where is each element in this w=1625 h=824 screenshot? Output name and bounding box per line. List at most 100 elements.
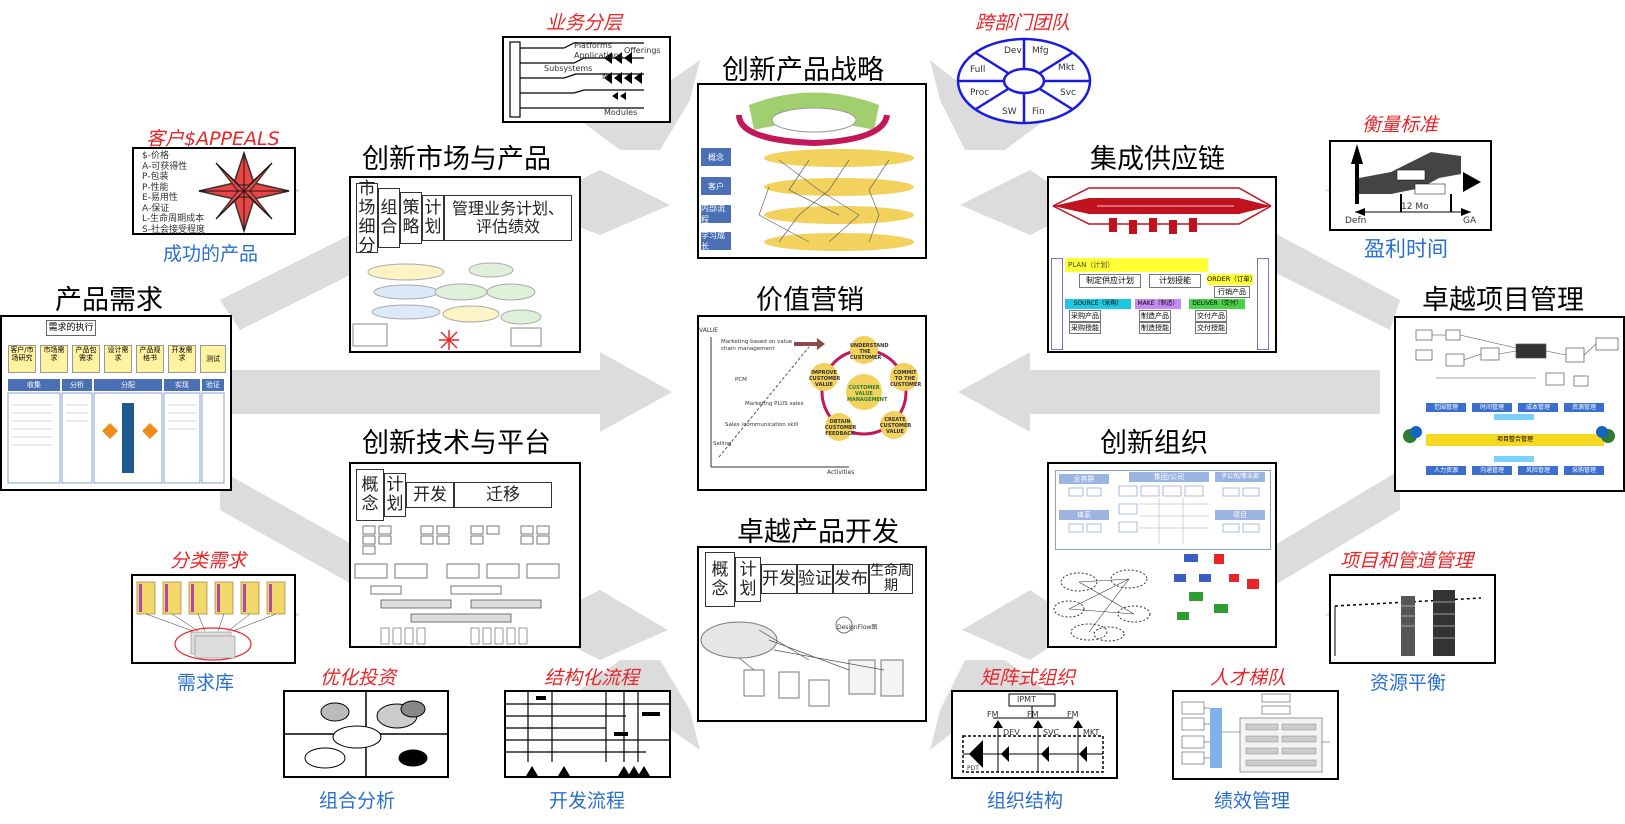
thumb-appeals[interactable]: $-价格 A-可获得性 P-包装 P-性能 E-易用性 A-保证 L-生命周期成… <box>132 147 296 235</box>
thumb-layers[interactable]: Platforms Applications Subsystems N Offe… <box>502 36 671 123</box>
title-supply-chain: 集成供应链 <box>1090 144 1225 175</box>
matrix-graphic <box>962 693 1104 773</box>
panel-supply-chain[interactable]: PLAN（计划） 制定供应计划 计划授能 ORDER（订单） 行销产品 SOUR… <box>1047 176 1277 353</box>
sc-source: SOURCE（采购） <box>1065 299 1131 309</box>
vm-y-axis: VALUE <box>699 327 719 334</box>
layers-graphic <box>509 41 644 118</box>
demand-step-5: 产品规格书 <box>136 345 164 373</box>
demand-step-2: 市场需求 <box>40 345 68 373</box>
vm-cycle-center: CUSTOMER VALUE MANAGEMENT <box>847 385 888 403</box>
label-classify: 分类需求 <box>170 550 247 572</box>
panel-tech-platform[interactable]: 概念 计划 开发 迁移 <box>349 462 581 648</box>
thumb-classify[interactable] <box>131 574 296 664</box>
panel-value-marketing[interactable]: VALUE Activities Marketing based on valu… <box>697 315 927 491</box>
matrix-mkt: MKT <box>1083 728 1100 737</box>
vm-x-axis: Activities <box>827 469 855 476</box>
team-mfg: Mfg <box>1032 46 1049 56</box>
sc-left-bracket <box>1051 258 1063 350</box>
strategy-row-3: 内部流程 <box>701 204 731 224</box>
pm-comm: 沟通管理 <box>1472 466 1512 475</box>
demand-detail-graphic <box>7 392 225 484</box>
demand-col-3: 分配 <box>94 379 162 391</box>
sc-plan-product: 制定供应计划 <box>1079 274 1141 288</box>
vm-step-2: PCM <box>735 377 747 383</box>
dev-funnel-lifecycle: 生命周期 <box>869 563 913 594</box>
sc-right-bracket <box>1257 258 1269 350</box>
layers-offerings: Offerings <box>624 46 661 55</box>
label-pipeline: 项目和管道管理 <box>1340 550 1474 572</box>
appeals-legend-7: L-生命周期成本 <box>142 214 205 224</box>
layers-applications: Applications <box>574 51 623 60</box>
sc-deliver-enable: 交付授能 <box>1195 322 1227 334</box>
demand-step-3: 产品包需求 <box>72 345 100 373</box>
org-group: 集团/公司 <box>1129 472 1209 482</box>
portfolio-bubble-graphic <box>285 692 447 776</box>
appeals-legend-8: S-社会接受程度 <box>142 224 205 235</box>
appeals-legend-1: $-价格 <box>142 151 169 161</box>
thumb-process[interactable] <box>504 690 671 778</box>
sc-make-enable: 制造授能 <box>1139 322 1171 334</box>
thumb-talent[interactable] <box>1172 690 1339 780</box>
thumb-metrics[interactable]: Defn 12 Mo GA <box>1329 140 1492 231</box>
sc-source-enable: 采购授能 <box>1069 322 1101 334</box>
label-successful-product: 成功的产品 <box>163 243 259 265</box>
title-strategy: 创新产品战略 <box>722 55 884 86</box>
label-dev-process: 开发流程 <box>549 790 626 812</box>
panel-market-product[interactable]: 市场细分 组合 策略 计划 管理业务计划、评估绩效 <box>349 176 581 353</box>
pm-cost: 成本管理 <box>1518 403 1558 412</box>
sc-plan: PLAN（计划） <box>1065 258 1208 272</box>
label-matrix: 矩阵式组织 <box>980 667 1076 689</box>
sc-make: MAKE（制造） <box>1135 299 1181 309</box>
org-bg: 业务群 <box>1059 474 1109 484</box>
thumb-portfolio[interactable] <box>283 690 449 778</box>
sc-make-product: 制造产品 <box>1139 310 1171 322</box>
development-funnel: 概念 计划 开发 验证 发布 生命周期 <box>705 552 913 607</box>
vm-cycle-5: IMPROVE CUSTOMER VALUE <box>809 370 841 388</box>
panel-product-demand[interactable]: 需求的执行 客户/市场研究 市场需求 产品包需求 设计需求 产品规格书 开发需求… <box>0 315 232 491</box>
label-org-structure: 组织结构 <box>987 790 1064 812</box>
label-metrics: 衡量标准 <box>1362 114 1439 136</box>
pm-risk: 风险管理 <box>1518 466 1558 475</box>
market-funnel: 市场细分 组合 策略 计划 管理业务计划、评估绩效 <box>356 180 572 256</box>
talent-graphic <box>1181 693 1330 773</box>
project-mgmt-flow-graphic <box>1415 329 1619 387</box>
team-svc: Svc <box>1060 88 1076 98</box>
pm-resource: 资源管理 <box>1564 403 1604 412</box>
appeals-star-icon <box>198 151 290 233</box>
title-development: 卓越产品开发 <box>737 517 899 548</box>
pm-hr: 人力资源 <box>1426 466 1466 475</box>
metrics-graphic <box>1351 144 1481 216</box>
value-marketing-graphic <box>710 336 918 468</box>
panel-development[interactable]: 概念 计划 开发 验证 发布 生命周期 DesignFlow图 <box>697 546 927 722</box>
label-portfolio-analysis: 组合分析 <box>319 790 396 812</box>
team-proc: Proc <box>970 88 990 98</box>
dev-funnel-concept: 概念 <box>705 552 735 607</box>
strategy-row-1: 概念 <box>701 148 731 166</box>
demand-col-4: 实现 <box>164 379 200 391</box>
panel-organization[interactable]: 集团/公司 业务群 体系 子公司/事业部 项目 <box>1047 462 1277 648</box>
market-funnel-portfolio: 组合 <box>378 188 400 248</box>
thumb-pipeline[interactable] <box>1329 574 1496 664</box>
team-fin: Fin <box>1032 107 1045 117</box>
title-tech-platform: 创新技术与平台 <box>362 428 551 459</box>
strategy-row-4: 学习成长 <box>701 231 731 251</box>
pm-procurement: 采购管理 <box>1564 466 1604 475</box>
org-network-graphic <box>1053 485 1260 642</box>
thumb-matrix[interactable]: IPMT FM FM FM DEV SVC MKT PDT <box>951 690 1118 779</box>
label-performance-mgmt: 绩效管理 <box>1214 790 1291 812</box>
title-organization: 创新组织 <box>1100 428 1208 459</box>
team-sw: SW <box>1002 107 1017 117</box>
label-appeals: 客户$APPEALS <box>146 128 280 150</box>
label-profit-time: 盈利时间 <box>1364 237 1448 261</box>
demand-col-5: 验证 <box>202 379 224 391</box>
team-mkt: Mkt <box>1058 63 1075 73</box>
pm-time: 时间管理 <box>1472 403 1512 412</box>
org-chart-frame <box>1055 470 1271 550</box>
panel-strategy[interactable]: 概念 客户 内部流程 学习成长 <box>697 83 927 259</box>
layers-n: N <box>602 72 608 81</box>
sc-plan-enable: 计划授能 <box>1149 274 1201 288</box>
tech-funnel: 概念 计划 开发 迁移 <box>356 469 552 521</box>
supply-chain-flow-graphic <box>1052 187 1272 234</box>
matrix-fm-1: FM <box>987 710 999 719</box>
panel-project-mgmt[interactable]: 范围管理 时间管理 成本管理 资源管理 项目整合管理 人力资源 沟通管理 风险管… <box>1394 316 1625 492</box>
